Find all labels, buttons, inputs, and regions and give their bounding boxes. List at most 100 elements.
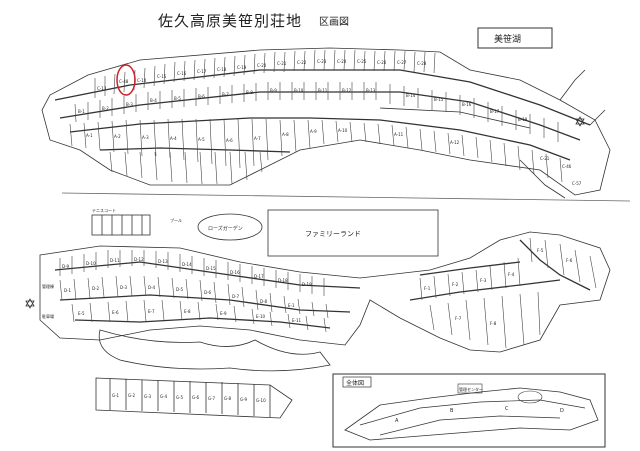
highlighted-lot-label: C-48 [119, 79, 129, 84]
lot-label: D-6 [204, 290, 212, 295]
lot-label: C-21 [540, 156, 550, 161]
pond [98, 329, 331, 372]
south-labels: テニスコート プール ローズガーデン ファミリーランド 管理棟 駐車場 D-9 … [42, 207, 573, 326]
lot-label: G-7 [208, 396, 216, 401]
lot-label: F-3 [480, 278, 487, 283]
lot-label: G-9 [240, 397, 248, 402]
lot-label: F-7 [455, 316, 462, 321]
lot-label: E-5 [78, 311, 85, 316]
lot-label: B-6 [198, 94, 205, 99]
lot-label: B-16 [462, 102, 472, 107]
lot-label: G-6 [192, 395, 200, 400]
lot-label: E-8 [184, 309, 191, 314]
facility-label: 駐車場 [42, 313, 54, 319]
family-land-area [267, 209, 439, 257]
lake-label: 美笹湖 [494, 33, 521, 45]
lot-label: D-18 [278, 278, 288, 283]
lot-label: D-10 [86, 261, 96, 266]
north-lot-labels: C-13 C-14 C-15 C-16 C-17 C-18 C-19 C-20 … [78, 59, 582, 186]
south-lots [59, 237, 597, 349]
lot-label: B-8 [246, 90, 253, 95]
lot-label: C-17 [197, 69, 207, 74]
overview-lot-label: B [450, 408, 454, 414]
lot-label: D-16 [230, 270, 240, 275]
lot-label: C-14 [137, 78, 147, 83]
lot-label: E-10 [256, 314, 266, 319]
lot-label: C-23 [317, 59, 327, 64]
lot-label: D-4 [148, 285, 156, 290]
lot-label: C-25 [357, 59, 367, 64]
lot-label: C-16 [177, 71, 187, 76]
lot-label: G-2 [128, 393, 136, 398]
north-lots-top [69, 49, 563, 185]
lot-label: D-5 [176, 287, 184, 292]
lot-label: F-6 [566, 258, 573, 263]
lot-label: A-7 [254, 136, 261, 141]
lot-label: B-9 [270, 88, 277, 93]
highlighted-lot[interactable]: C-48 [116, 64, 136, 96]
lot-label: A-11 [394, 132, 404, 137]
lot-label: C-19 [237, 65, 247, 70]
family-land-label: ファミリーランド [305, 230, 361, 238]
lot-label: A-9 [310, 129, 317, 134]
lot-label: C-13 [97, 86, 107, 91]
lot-label: F-5 [537, 248, 544, 253]
lot-label: C-21 [277, 61, 287, 66]
overview-inset: 全体図 管理センター A B C D [332, 373, 606, 448]
lot-label: F-4 [508, 272, 515, 277]
lot-label: G-4 [160, 394, 168, 399]
lot-label: C-57 [572, 181, 582, 186]
lot-label: B-12 [342, 88, 352, 93]
lot-label: D-8 [260, 299, 268, 304]
lot-label: A-12 [450, 140, 460, 145]
lot-label: D-2 [92, 286, 100, 291]
lot-label: F-1 [424, 286, 431, 291]
lot-label: C-22 [297, 60, 307, 65]
lot-label: A-5 [198, 137, 205, 142]
lot-label: C-20 [257, 63, 267, 68]
lot-label: B-11 [318, 88, 328, 93]
lot-label: B-5 [174, 96, 181, 101]
map-title-suffix: 区画図 [319, 16, 349, 28]
lot-label: B-10 [294, 88, 304, 93]
lot-label: A-1 [86, 133, 93, 138]
rose-garden-area [197, 213, 263, 241]
lot-label: C-46 [562, 164, 572, 169]
rose-garden-label: ローズガーデン [208, 225, 243, 232]
lot-label: C-28 [417, 61, 427, 66]
lot-label: G-5 [176, 395, 184, 400]
lot-label: G-8 [224, 396, 232, 401]
lot-label: A-3 [142, 135, 149, 140]
lot-label: B-13 [366, 88, 376, 93]
lot-label: E-6 [112, 310, 119, 315]
lot-label: D-19 [302, 282, 312, 287]
lot-label: B-1 [78, 109, 85, 114]
map-divider [61, 192, 631, 202]
lot-label: G-3 [144, 394, 152, 399]
lot-label: C-15 [157, 74, 167, 79]
lot-label: C-26 [377, 60, 387, 65]
lot-label: D-15 [206, 266, 216, 271]
overview-label: 全体図 [346, 379, 364, 387]
overview-lot-label: C [505, 406, 509, 412]
lot-label: D-13 [158, 259, 168, 264]
lot-label: F-8 [490, 321, 497, 326]
south-map [39, 209, 611, 372]
lot-label: A-10 [338, 128, 348, 133]
lot-label: C-27 [397, 60, 407, 65]
compass-north-icon [575, 116, 585, 127]
lot-label: E-9 [220, 311, 227, 316]
lot-label: B-4 [150, 98, 157, 103]
pool-label: プール [170, 217, 182, 223]
tennis-court-label: テニスコート [92, 207, 116, 213]
lot-label: D-14 [182, 262, 192, 267]
lot-label: C-18 [217, 67, 227, 72]
lot-label: A-6 [226, 138, 233, 143]
lot-label: A-8 [282, 132, 289, 137]
bottom-lot-labels: G-1 G-2 G-3 G-4 G-5 G-6 G-7 G-8 G-9 G-10 [112, 393, 266, 403]
lot-label: D-17 [254, 274, 264, 279]
lot-label: G-10 [256, 398, 266, 403]
lot-label: A-2 [114, 134, 121, 139]
bottom-strip [95, 377, 293, 419]
